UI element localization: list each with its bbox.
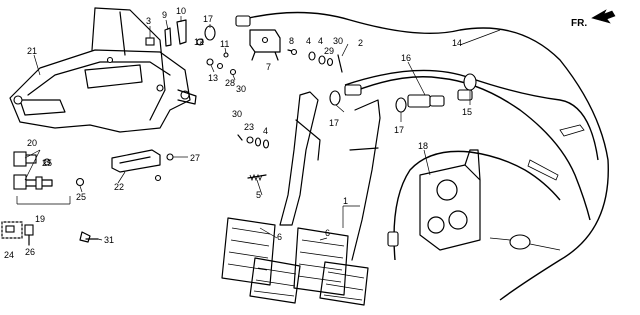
callout-27: 27 (190, 153, 200, 163)
switch-parts (1, 151, 99, 246)
callout-31: 31 (104, 235, 114, 245)
callout-8: 8 (289, 36, 294, 46)
clutch-pedal (221, 91, 321, 304)
callout-12: 12 (194, 37, 204, 47)
callout-5: 5 (256, 190, 261, 200)
callout-25-upper: 25 (42, 158, 52, 168)
callout-22: 22 (114, 182, 124, 192)
callout-26: 26 (25, 247, 35, 257)
callout-11: 11 (220, 39, 229, 49)
cable-bracket (249, 29, 281, 61)
callout-4-c: 4 (263, 126, 268, 136)
pivot-hardware-lower (237, 134, 270, 182)
callout-2: 2 (358, 38, 363, 48)
accelerator-pedal (293, 99, 381, 306)
callout-6-right: 6 (325, 228, 330, 238)
callout-3: 3 (146, 16, 151, 26)
callout-4-a: 4 (306, 36, 311, 46)
callout-18: 18 (418, 141, 428, 151)
callout-7: 7 (266, 62, 271, 72)
callout-15: 15 (462, 107, 472, 117)
pedal-bracket (9, 7, 197, 133)
callout-25-lower: 25 (76, 192, 86, 202)
callout-9: 9 (162, 10, 167, 20)
callout-17-right: 17 (394, 125, 404, 135)
front-direction-arrow-icon (591, 9, 616, 24)
callout-30-a: 30 (236, 84, 246, 94)
callout-29: 29 (324, 46, 334, 56)
callout-10: 10 (176, 6, 186, 16)
callout-24: 24 (4, 250, 14, 260)
callout-21: 21 (27, 46, 37, 56)
callout-4-b: 4 (318, 36, 323, 46)
callout-19: 19 (35, 214, 45, 224)
callout-labels: 21 3 9 10 17 12 11 13 28 30 7 8 4 4 29 3… (4, 6, 587, 260)
callout-30-c: 30 (232, 109, 242, 119)
pivot-hardware-upper (287, 48, 343, 73)
callout-16: 16 (401, 53, 411, 63)
callout-14: 14 (452, 38, 462, 48)
lower-bracket (111, 149, 174, 182)
throttle-body (387, 149, 561, 261)
callout-30-b: 30 (333, 36, 343, 46)
callout-23: 23 (244, 122, 254, 132)
callout-17-mid: 17 (329, 118, 339, 128)
control-cables (235, 11, 609, 301)
callout-17-upper: 17 (203, 14, 213, 24)
callout-28: 28 (225, 78, 235, 88)
callout-6-left: 6 (277, 232, 282, 242)
leader-lines (16, 16, 501, 241)
direction-label: FR. (571, 18, 587, 29)
callout-20: 20 (27, 138, 37, 148)
callout-13: 13 (208, 73, 218, 83)
callout-1: 1 (343, 196, 348, 206)
